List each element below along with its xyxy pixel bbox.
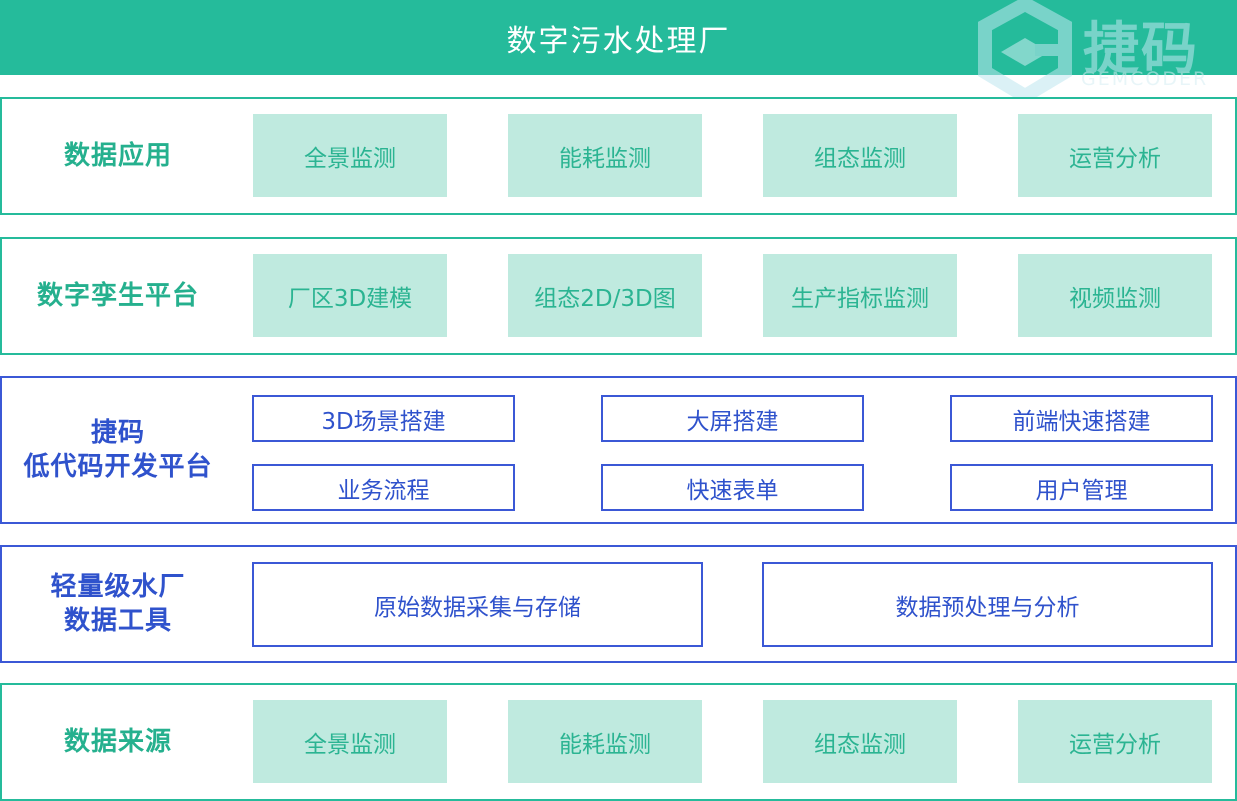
layer-label: 数字孪生平台: [36, 281, 199, 311]
tile-energy-monitor[interactable]: 能耗监测: [508, 700, 702, 783]
layer-label: 捷码低代码开发平台: [23, 418, 213, 482]
tile-3d-modeling[interactable]: 厂区3D建模: [253, 254, 447, 337]
layer-digital-twin: 数字孪生平台 厂区3D建模 组态2D/3D图 生产指标监测 视频监测: [0, 237, 1237, 355]
layer-label: 数据应用: [63, 141, 172, 171]
tile-operation-analysis[interactable]: 运营分析: [1018, 114, 1212, 197]
box-3d-scene-builder[interactable]: 3D场景搭建: [252, 395, 515, 442]
tile-operation-analysis[interactable]: 运营分析: [1018, 700, 1212, 783]
tile-panorama-monitor[interactable]: 全景监测: [253, 700, 447, 783]
page-title: 数字污水处理厂: [0, 0, 1237, 75]
box-user-management[interactable]: 用户管理: [950, 464, 1213, 511]
tile-video-monitor[interactable]: 视频监测: [1018, 254, 1212, 337]
tile-config-monitor[interactable]: 组态监测: [763, 700, 957, 783]
tile-config-diagram[interactable]: 组态2D/3D图: [508, 254, 702, 337]
layer-label: 轻量级水厂数据工具: [50, 572, 186, 636]
box-quick-form[interactable]: 快速表单: [601, 464, 864, 511]
box-dashboard-builder[interactable]: 大屏搭建: [601, 395, 864, 442]
tile-config-monitor[interactable]: 组态监测: [763, 114, 957, 197]
box-business-process[interactable]: 业务流程: [252, 464, 515, 511]
tile-panorama-monitor[interactable]: 全景监测: [253, 114, 447, 197]
box-raw-data-collection[interactable]: 原始数据采集与存储: [252, 562, 703, 647]
box-data-preprocessing[interactable]: 数据预处理与分析: [762, 562, 1213, 647]
layer-lowcode-platform: 捷码低代码开发平台 3D场景搭建 大屏搭建 前端快速搭建 业务流程 快速表单 用…: [0, 376, 1237, 524]
layer-data-source: 数据来源 全景监测 能耗监测 组态监测 运营分析: [0, 683, 1237, 801]
layer-data-application: 数据应用 全景监测 能耗监测 组态监测 运营分析: [0, 97, 1237, 215]
layer-label: 数据来源: [63, 727, 172, 757]
layer-data-tools: 轻量级水厂数据工具 原始数据采集与存储 数据预处理与分析: [0, 545, 1237, 663]
tile-energy-monitor[interactable]: 能耗监测: [508, 114, 702, 197]
box-frontend-builder[interactable]: 前端快速搭建: [950, 395, 1213, 442]
tile-production-metrics[interactable]: 生产指标监测: [763, 254, 957, 337]
